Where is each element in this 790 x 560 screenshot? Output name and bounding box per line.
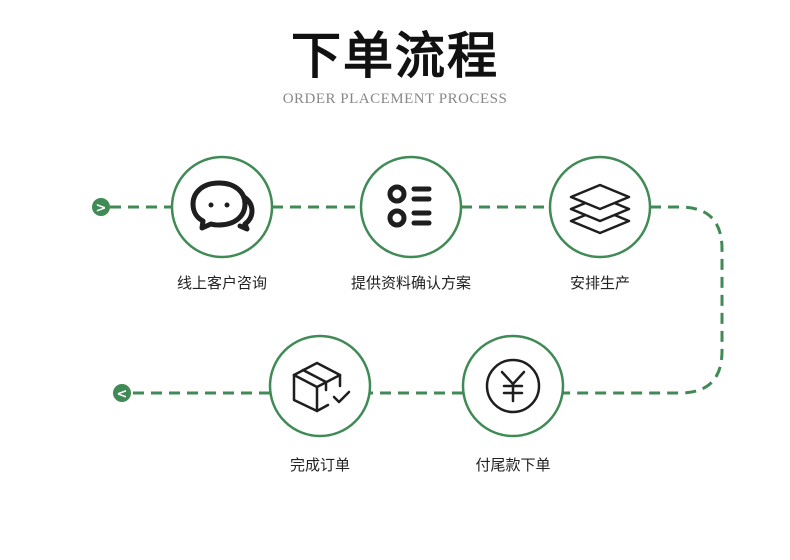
start-marker: > <box>92 198 110 216</box>
end-marker: < <box>113 384 131 402</box>
chat-bubbles-icon <box>190 180 255 232</box>
step-label-2: 提供资料确认方案 <box>350 274 471 292</box>
step-label-5: 完成订单 <box>289 456 350 474</box>
list-icon <box>387 184 432 228</box>
page-title: 下单流程 <box>291 26 499 85</box>
step-label-1: 线上客户咨询 <box>176 274 267 292</box>
arrow-left-icon: < <box>117 387 128 402</box>
yen-icon <box>485 358 541 414</box>
page-subtitle: ORDER PLACEMENT PROCESS <box>282 91 508 107</box>
connector-3-4 <box>563 205 724 395</box>
box-check-icon <box>292 361 351 413</box>
step-label-4: 付尾款下单 <box>475 456 551 474</box>
step-label-3: 安排生产 <box>569 274 630 292</box>
layers-icon <box>569 183 631 235</box>
arrow-right-icon: > <box>96 201 107 216</box>
step-circle-1 <box>170 155 274 259</box>
step-circle-2 <box>359 155 463 259</box>
